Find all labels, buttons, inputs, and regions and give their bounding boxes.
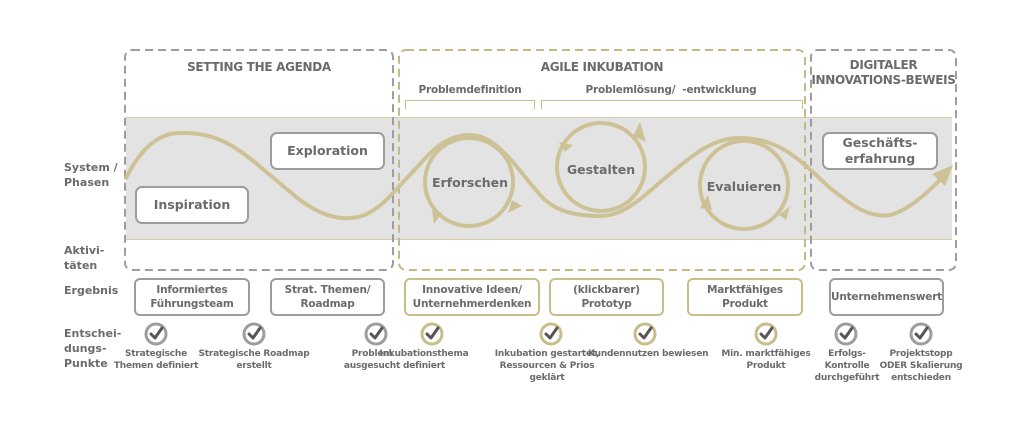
checkmark-circle-icon <box>242 322 266 346</box>
checkmark-circle-icon <box>144 322 168 346</box>
decision-label: Inkubation gestartet, Ressourcen & Prios… <box>494 349 600 383</box>
row-label-ergebnis: Ergebnis <box>64 284 119 297</box>
result-strat-themen-roadmap: Strat. Themen/ Roadmap <box>270 278 385 316</box>
system-phases-band <box>126 117 952 240</box>
cycle-arrow <box>779 206 790 220</box>
phase-title-agile-inkubation: AGILE INKUBATION <box>540 60 664 74</box>
checkmark-circle-icon <box>420 322 444 346</box>
phase-frame-agile-inkubation <box>398 49 806 271</box>
row-label-aktivitaeten: Aktivi- täten <box>64 244 105 272</box>
phase-title-digitaler-innovations-beweis: DIGITALER INNOVATIONS-BEWEIS <box>811 58 956 87</box>
phase-title-setting-the-agenda: SETTING THE AGENDA <box>187 60 331 74</box>
phase-box-inspiration: Inspiration <box>135 186 249 224</box>
phase-box-exploration: Exploration <box>270 132 385 170</box>
subphase-problemloesung: Problemlösung/ -entwicklung <box>585 84 757 96</box>
wave-arrow-head <box>932 165 953 186</box>
checkmark-circle-icon <box>754 322 778 346</box>
row-label-system-phasen: System / Phasen <box>64 161 118 189</box>
result-klickbarer-prototyp: (klickbarer) Prototyp <box>549 278 664 316</box>
phase-frame-digitaler-innovations-beweis <box>810 49 957 271</box>
checkmark-circle-icon <box>834 322 858 346</box>
checkmark-circle-icon <box>539 322 563 346</box>
decision-label: Kundennutzen bewiesen <box>588 349 709 359</box>
result-innovative-ideen: Innovative Ideen/ Unternehmerdenken <box>404 278 540 316</box>
process-wave <box>124 130 947 221</box>
phase-box-label: Geschäfts- erfahrung <box>842 135 918 166</box>
phase-frame-setting-the-agenda <box>124 49 394 271</box>
phase-box-geschaeftserfahrung: Geschäfts- erfahrung <box>822 132 938 170</box>
bracket-problemloesung <box>541 100 803 109</box>
result-marktfaehiges-produkt: Marktfähiges Produkt <box>687 278 803 316</box>
cycle-evaluieren-graphic <box>698 139 790 231</box>
cycle-label-erforschen: Erforschen <box>431 175 509 190</box>
cycle-gestalten-graphic <box>555 121 647 213</box>
decision-label: Erfolgs- Kontrolle durchgeführt <box>814 349 880 383</box>
row-label-entscheidungspunkte: Entschei- dungs- Punkte <box>64 327 122 370</box>
result-unternehmenswert: Unternehmenswert <box>829 278 944 316</box>
cycle-arrow <box>432 210 442 224</box>
decision-label: Projektstopp ODER Skalierung entschieden <box>879 349 963 383</box>
cycle-label-gestalten: Gestalten <box>566 162 636 177</box>
cycle-arrow <box>700 195 712 210</box>
bracket-problemdefinition <box>405 100 535 109</box>
result-informiertes-fuehrungsteam: Informiertes Führungsteam <box>134 278 250 316</box>
cycle-arrow <box>559 142 573 152</box>
cycle-arrow <box>633 122 646 142</box>
cycle-label-evaluieren: Evaluieren <box>706 179 782 194</box>
checkmark-circle-icon <box>364 322 388 346</box>
phase-box-label: Exploration <box>287 143 368 158</box>
decision-label: Strategische Roadmap erstellt <box>198 349 310 371</box>
decision-label: Problem ausgesucht <box>343 349 401 371</box>
checkmark-circle-icon <box>633 322 657 346</box>
decision-label: Min. marktfähiges Produkt <box>721 349 811 371</box>
decision-label: Inkubationsthema definiert <box>379 349 469 371</box>
decision-label: Strategische Themen definiert <box>113 349 199 371</box>
cycle-erforschen-graphic <box>423 136 522 228</box>
subphase-problemdefinition: Problemdefinition <box>418 84 522 96</box>
phase-box-label: Inspiration <box>153 197 231 212</box>
checkmark-circle-icon <box>909 322 933 346</box>
cycle-arrow <box>508 200 522 213</box>
